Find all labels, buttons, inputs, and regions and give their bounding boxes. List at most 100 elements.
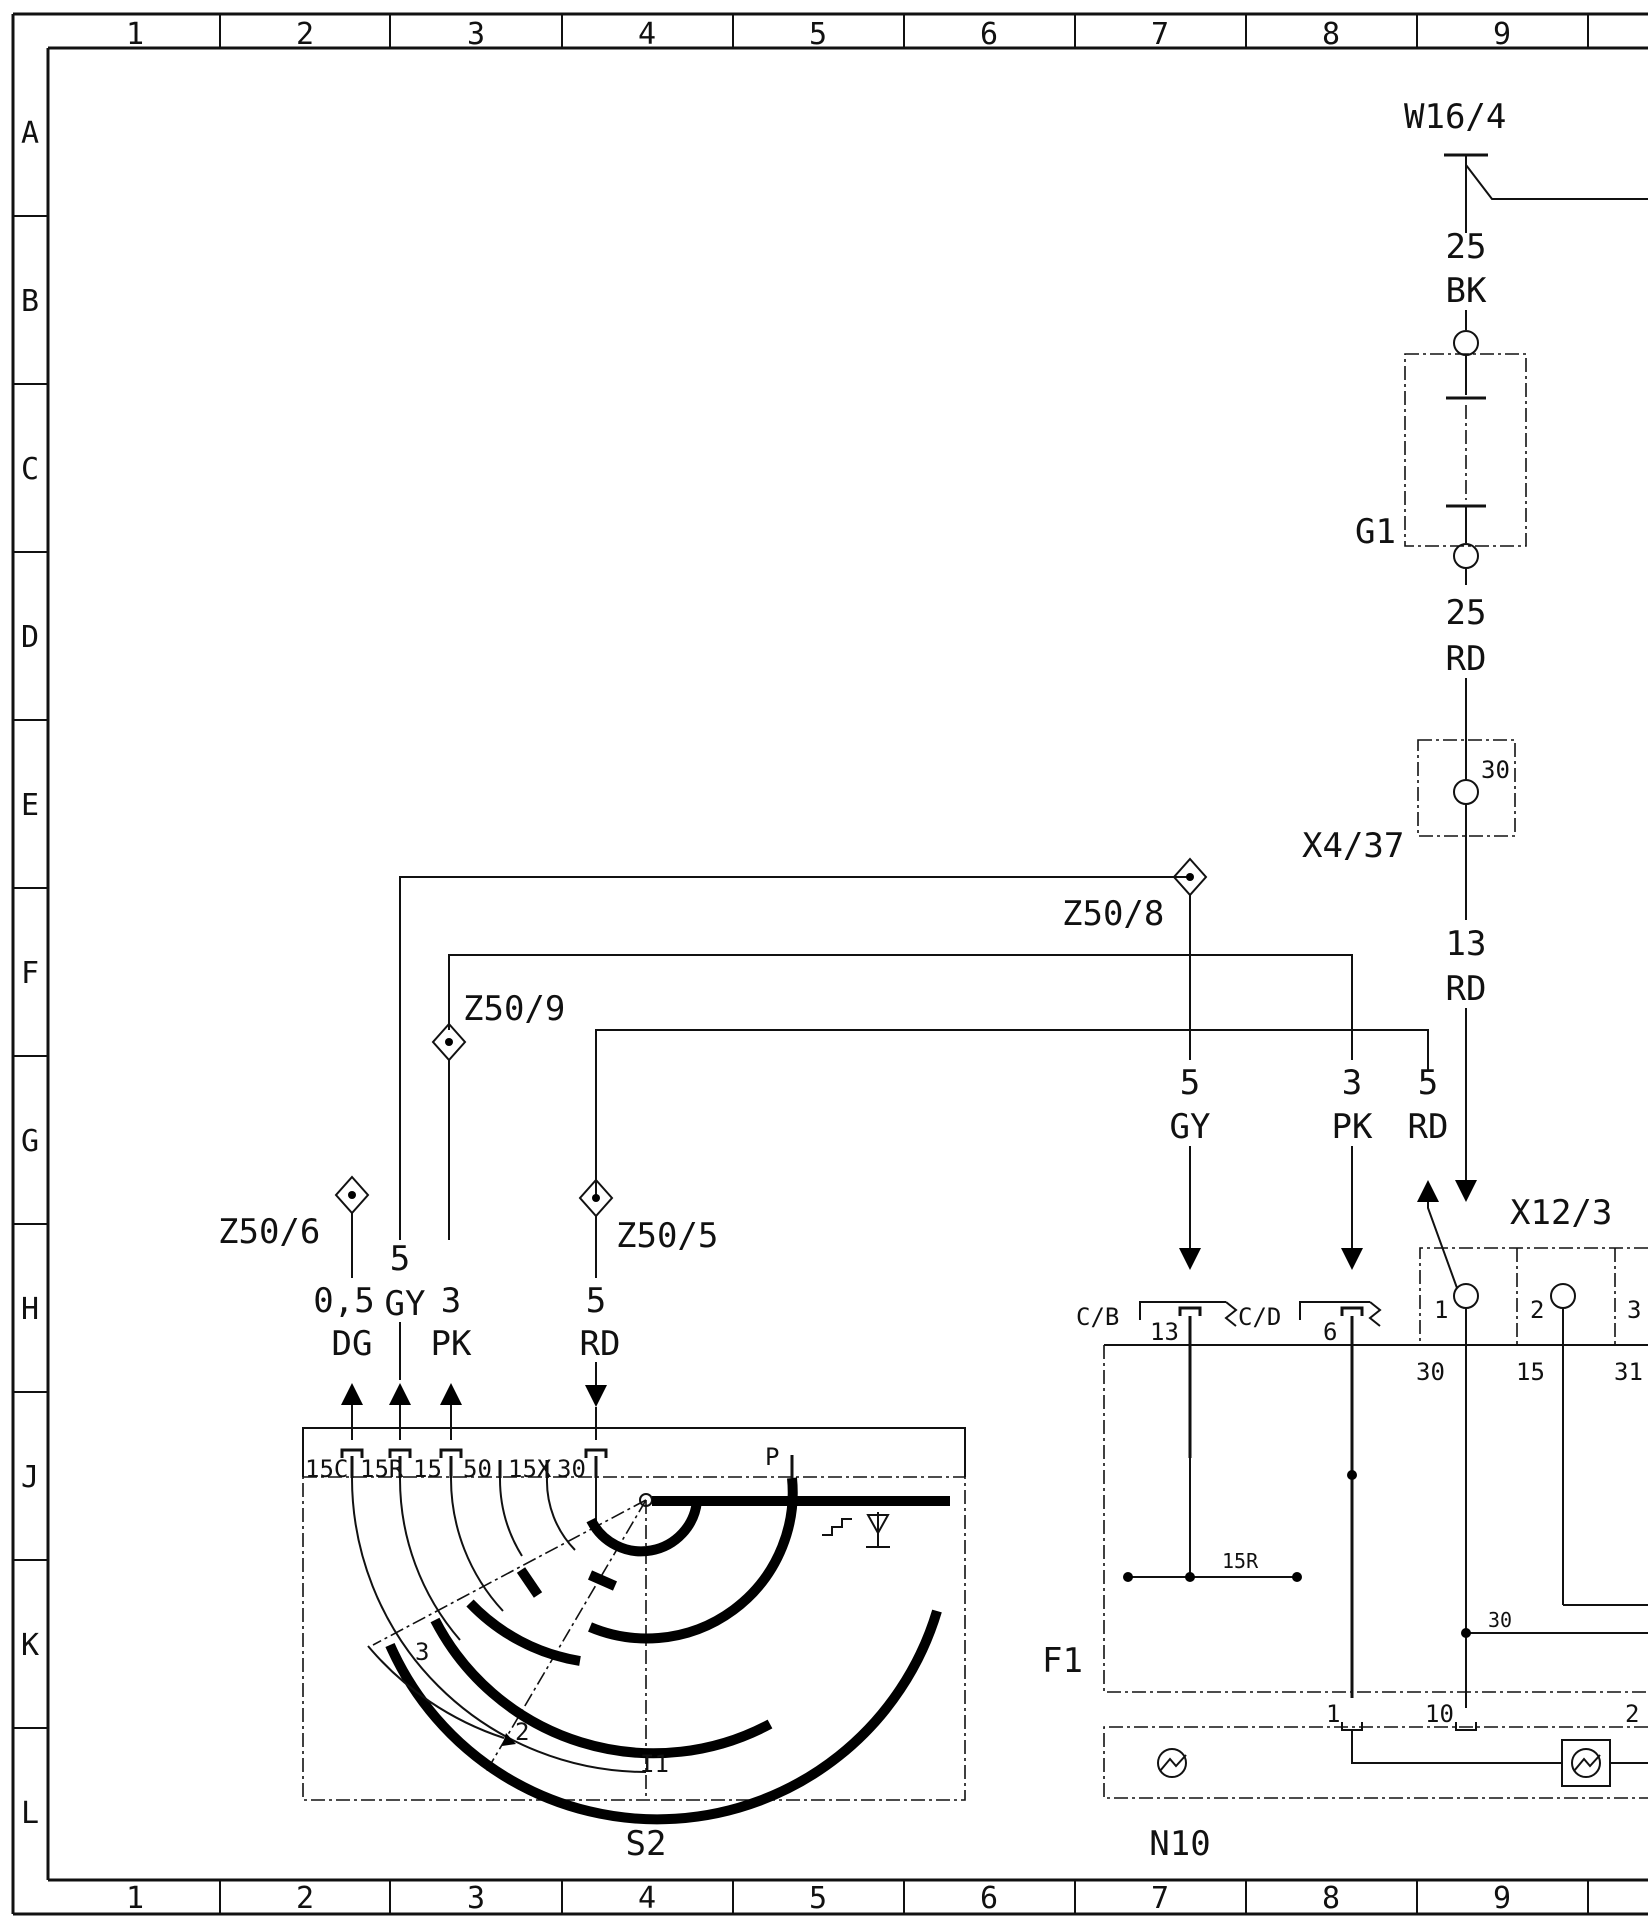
col-label-top: 8 xyxy=(1322,17,1340,52)
col-label-bottom: 5 xyxy=(809,1881,827,1916)
col-label-top: 2 xyxy=(296,17,314,52)
terminal xyxy=(1453,330,1479,356)
row-label: A xyxy=(21,116,39,151)
connector-label: C/D xyxy=(1238,1303,1281,1331)
row-label: B xyxy=(21,284,39,319)
wire-size: 3 xyxy=(441,1281,461,1321)
z50-6-label: Z50/6 xyxy=(218,1212,320,1252)
x12-3-terminal-block: X12/3 1 2 3 30 15 31 xyxy=(1416,1193,1648,1708)
row-label: F xyxy=(21,956,39,991)
junction xyxy=(1292,1572,1302,1582)
s2-terminal: P xyxy=(765,1443,779,1471)
col-label-bottom: 4 xyxy=(638,1881,656,1916)
x4-37-connector xyxy=(1417,739,1516,837)
z50-8-label: Z50/8 xyxy=(1062,894,1164,934)
pin-label: 3 xyxy=(1627,1296,1641,1324)
electronic-module-icon xyxy=(1561,1739,1611,1787)
wire-gy-loop: Z50/8 5 GY xyxy=(399,857,1211,1270)
terminal-label: 31 xyxy=(1614,1358,1643,1386)
row-label: K xyxy=(21,1628,39,1663)
wire-color: RD xyxy=(1408,1107,1449,1147)
arrow-up xyxy=(389,1383,411,1405)
s2-terminal: 15R xyxy=(360,1455,404,1483)
z50-5-label: Z50/5 xyxy=(616,1216,718,1256)
col-label-top: 5 xyxy=(809,17,827,52)
w16-4-label: W16/4 xyxy=(1404,97,1506,137)
pin-label: 10 xyxy=(1425,1700,1454,1728)
row-label: D xyxy=(21,620,39,655)
wire-size: 5 xyxy=(1418,1063,1438,1103)
terminal-label: 15 xyxy=(1516,1358,1545,1386)
s2-position: 2 xyxy=(515,1718,529,1746)
wire-size: 5 xyxy=(390,1239,410,1279)
wire-color: DG xyxy=(332,1324,373,1364)
s2-ignition-switch: Z50/6 0,5 DG 5 GY 3 PK Z50/5 5 RD 15C 15… xyxy=(218,1175,966,1864)
z50-9-label: Z50/9 xyxy=(463,989,565,1029)
col-label-top: 7 xyxy=(1151,17,1169,52)
arrow-down xyxy=(1341,1248,1363,1270)
s2-position: I1 xyxy=(640,1750,669,1778)
s2-terminal: 30 xyxy=(557,1455,586,1483)
col-label-top: 6 xyxy=(980,17,998,52)
wire-color: GY xyxy=(385,1284,426,1324)
col-label-top: 1 xyxy=(126,17,144,52)
wire-color: GY xyxy=(1170,1107,1211,1147)
arrow-down xyxy=(585,1385,607,1407)
wire-size: 25 xyxy=(1446,227,1487,267)
wire-size: 3 xyxy=(1342,1063,1362,1103)
pin-label: 6 xyxy=(1323,1318,1337,1346)
col-label-bottom: 6 xyxy=(980,1881,998,1916)
wire-color: PK xyxy=(431,1324,472,1364)
col-label-bottom: 3 xyxy=(467,1881,485,1916)
x12-3-label: X12/3 xyxy=(1510,1193,1612,1233)
wire-size: 13 xyxy=(1446,924,1487,964)
bus-label: 30 xyxy=(1488,1608,1512,1632)
x4-37-pin: 30 xyxy=(1481,756,1510,784)
wire-pk-loop: Z50/9 3 PK xyxy=(431,954,1373,1270)
row-label: J xyxy=(21,1460,39,1495)
row-label: C xyxy=(21,452,39,487)
n10-label: N10 xyxy=(1149,1824,1210,1864)
s2-terminal: 15 xyxy=(413,1455,442,1483)
bus-label: 15R xyxy=(1222,1549,1259,1573)
col-label-bottom: 9 xyxy=(1493,1881,1511,1916)
s2-position: 3 xyxy=(415,1638,429,1666)
connector-label: C/B xyxy=(1076,1303,1119,1331)
junction xyxy=(1123,1572,1133,1582)
col-label-top: 4 xyxy=(638,17,656,52)
row-label: E xyxy=(21,788,39,823)
terminal xyxy=(1550,1283,1576,1309)
col-label-bottom: 7 xyxy=(1151,1881,1169,1916)
g1-label: G1 xyxy=(1355,512,1396,552)
battery-circuit: W16/4 25 BK G1 25 RD 30 X4/37 13 RD xyxy=(1302,97,1648,1202)
row-label: L xyxy=(21,1796,39,1831)
wire-size: 25 xyxy=(1446,593,1487,633)
pin-label: 2 xyxy=(1625,1700,1639,1728)
col-label-top: 3 xyxy=(467,17,485,52)
terminal-label: 30 xyxy=(1416,1358,1445,1386)
col-label-bottom: 2 xyxy=(296,1881,314,1916)
terminal xyxy=(1453,543,1479,569)
junction xyxy=(1347,1470,1357,1480)
row-label: H xyxy=(21,1292,39,1327)
f1-fuse-box: F1 C/B 13 C/D 6 15R 30 1 10 2 xyxy=(1042,1301,1648,1731)
pin-label: 1 xyxy=(1434,1296,1448,1324)
arrow-up xyxy=(1417,1180,1439,1202)
wire-rd-loop: 5 RD xyxy=(595,1029,1458,1289)
n10-module: N10 xyxy=(1103,1726,1648,1864)
wire-size: 5 xyxy=(586,1281,606,1321)
x4-37-label: X4/37 xyxy=(1302,826,1404,866)
junction xyxy=(1185,1572,1195,1582)
wire-color: RD xyxy=(1446,969,1487,1009)
electronic-module-icon xyxy=(1157,1748,1187,1778)
pin-label: 2 xyxy=(1530,1296,1544,1324)
arrow-down xyxy=(1179,1248,1201,1270)
pin-label: 1 xyxy=(1326,1700,1340,1728)
arrow-up xyxy=(341,1383,363,1405)
junction xyxy=(1461,1628,1471,1638)
s2-terminal: 15C xyxy=(305,1455,348,1483)
wire-color: BK xyxy=(1446,271,1487,311)
col-label-bottom: 1 xyxy=(126,1881,144,1916)
frame: 1 2 3 4 5 6 7 8 9 1 2 3 4 5 6 7 8 9 A B … xyxy=(11,12,1648,1916)
